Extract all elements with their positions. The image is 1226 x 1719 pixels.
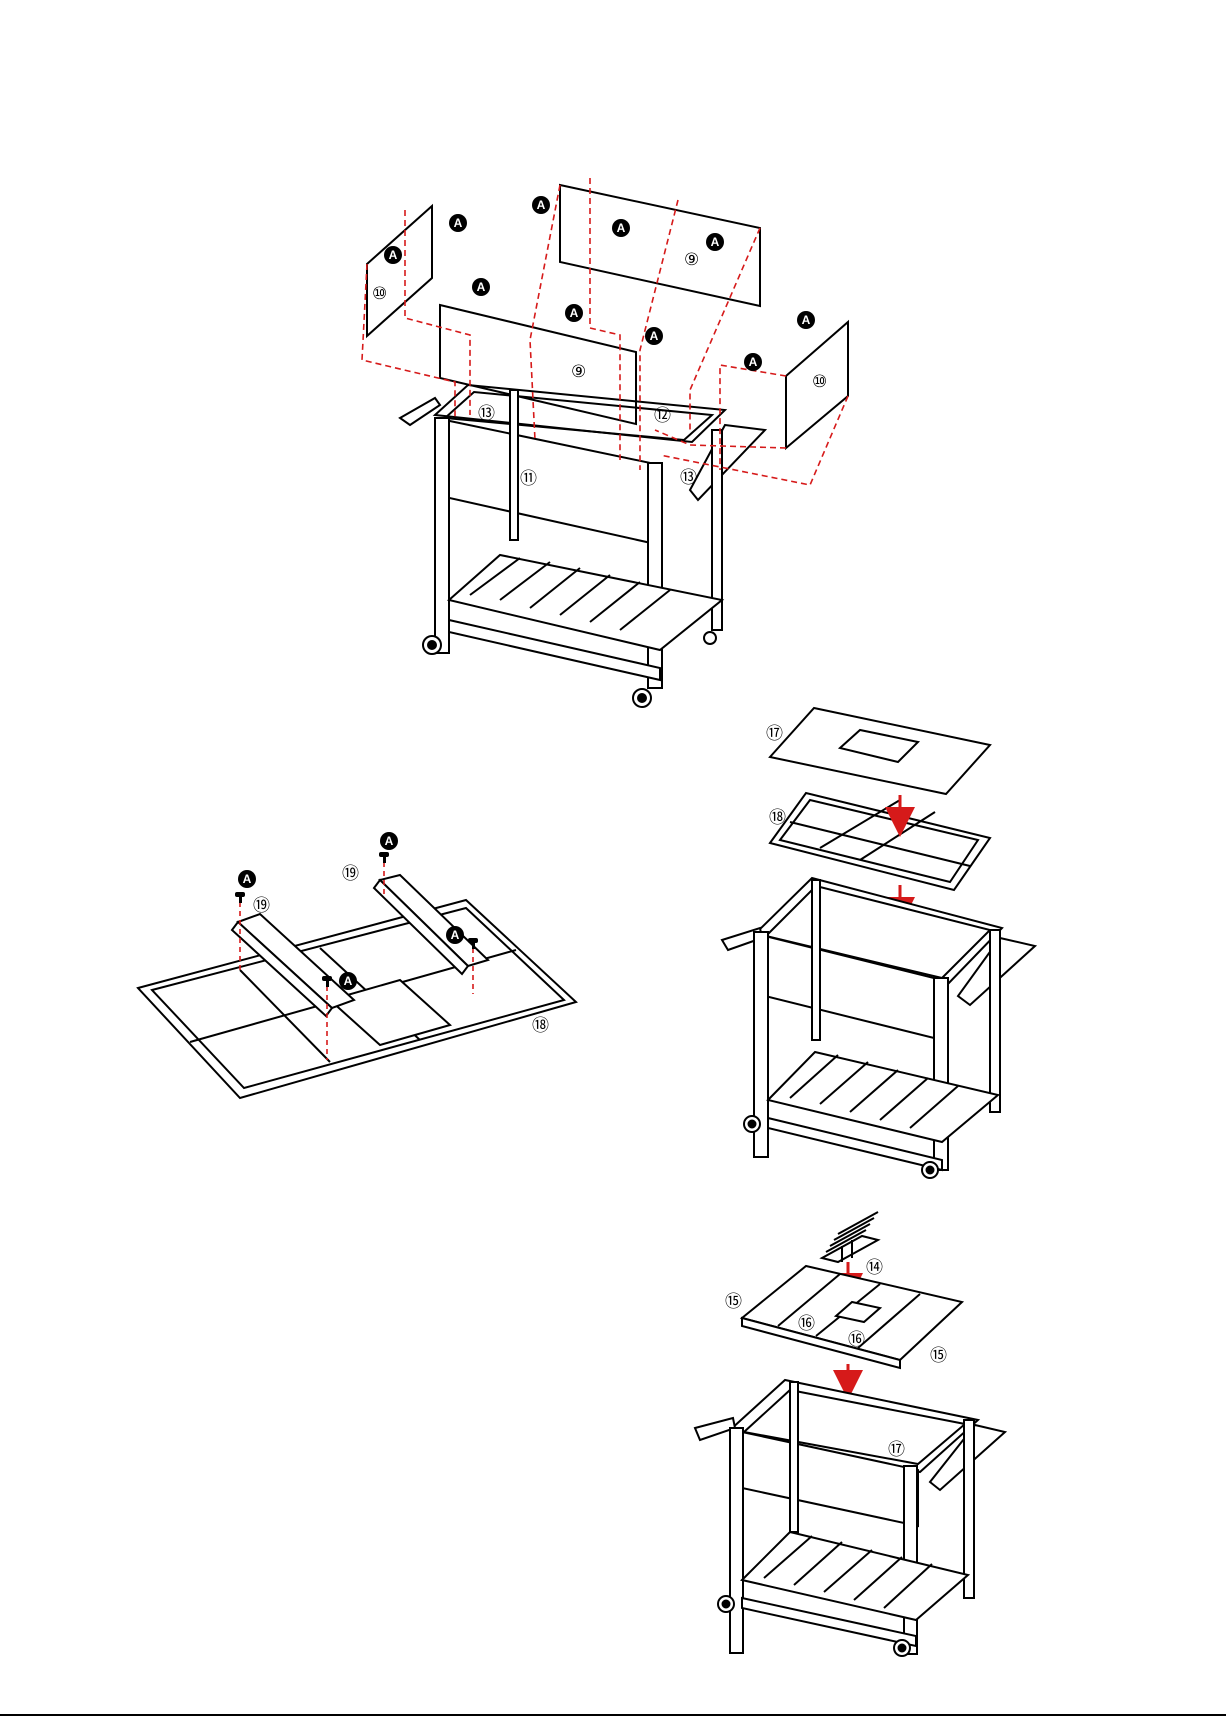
step-bottom-illustration: [695, 1212, 1005, 1656]
fastener-a-badge: A: [384, 246, 402, 264]
part-label-grid-frame: ⑱: [532, 1018, 549, 1035]
fastener-a-badge: A: [238, 870, 256, 888]
part-label-side-panel-left: ⑩: [372, 286, 387, 303]
fastener-a-badge: A: [706, 233, 724, 251]
step-top-illustration: [362, 178, 848, 707]
part-label-back-panel: ⑨: [684, 252, 699, 269]
part-label-side-panel-right: ⑩: [812, 374, 827, 391]
grill-grate: [822, 1212, 878, 1262]
fastener-a-badge: A: [612, 219, 630, 237]
middle-cart: [722, 878, 1035, 1178]
part-label-center-board-left: ⑯: [798, 1316, 815, 1333]
fastener-a-badge: A: [645, 327, 663, 345]
fastener-a-badge: A: [797, 311, 815, 329]
top-cart: [400, 385, 765, 707]
part-label-mid-grid-frame: ⑱: [769, 810, 786, 827]
part-label-front-box: ⑪: [520, 471, 537, 488]
part-label-frame-side-left: ⑬: [478, 406, 495, 423]
fastener-a-badge: A: [472, 278, 490, 296]
bottom-cart: [695, 1380, 1005, 1656]
part-label-end-board-right: ⑮: [930, 1348, 947, 1365]
fastener-a-badge: A: [380, 832, 398, 850]
fastener-a-badge: A: [744, 353, 762, 371]
part-label-grill-grate: ⑭: [866, 1260, 883, 1277]
part-label-support-bar-right: ⑲: [342, 866, 359, 883]
part-label-center-board-right: ⑯: [848, 1332, 865, 1349]
fastener-a-badge: A: [532, 196, 550, 214]
part-label-top-sheet-installed: ⑰: [888, 1442, 905, 1459]
mid-grid-frame: [770, 793, 990, 890]
fastener-a-badge: A: [339, 972, 357, 990]
fastener-a-badge: A: [449, 214, 467, 232]
part-label-top-sheet: ⑰: [766, 726, 783, 743]
part-label-support-bar-left: ⑲: [253, 898, 270, 915]
page-bottom-rule: [0, 1714, 1226, 1716]
step-middle-left-illustration: [138, 852, 576, 1098]
step-middle-right-illustration: [722, 708, 1035, 1178]
part-label-frame-rear: ⑫: [654, 408, 671, 425]
part-label-end-board-left: ⑮: [725, 1294, 742, 1311]
fastener-a-badge: A: [565, 304, 583, 322]
left-side-panel: [367, 206, 432, 336]
part-label-front-panel: ⑨: [571, 364, 586, 381]
part-label-frame-side-right: ⑬: [680, 470, 697, 487]
fastener-a-badge: A: [446, 926, 464, 944]
